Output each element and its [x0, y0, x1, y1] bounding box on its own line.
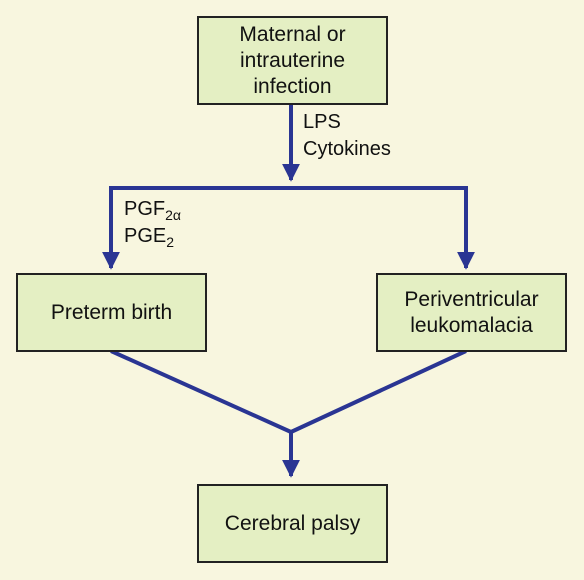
node-preterm-birth: Preterm birth — [16, 273, 207, 352]
label-cytokines: Cytokines — [303, 138, 391, 160]
label-pge2: PGE2 — [124, 223, 174, 249]
label-pgf2a: PGF2α — [124, 196, 181, 222]
node-periventricular-leukomalacia: Periventricular leukomalacia — [376, 273, 567, 352]
label-pgf-base: PGF — [124, 198, 166, 220]
connector-preterm-to-merge — [110, 349, 292, 434]
node-cerebral-palsy-text: Cerebral palsy — [224, 511, 361, 535]
connector-pvl-to-merge — [290, 349, 467, 434]
label-pge-subscript: 2 — [166, 234, 175, 250]
node-pvl-text: Periventricular leukomalacia — [404, 287, 539, 337]
label-lps: LPS — [303, 111, 341, 133]
node-infection-text: Maternal or intrauterine infection — [239, 22, 346, 98]
node-preterm-birth-text: Preterm birth — [50, 300, 173, 324]
node-infection: Maternal or intrauterine infection — [197, 16, 388, 105]
label-pge-base: PGE — [124, 225, 167, 247]
node-cerebral-palsy: Cerebral palsy — [197, 484, 388, 563]
label-pgf-subscript: 2α — [165, 207, 182, 223]
